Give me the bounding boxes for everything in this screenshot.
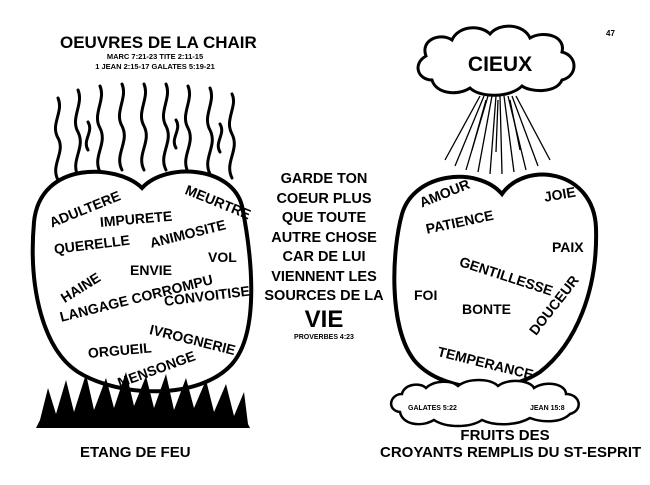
verse-line-7: SOURCES DE LA xyxy=(264,288,384,304)
center-verse: GARDE TON COEUR PLUS QUE TOUTE AUTRE CHO… xyxy=(260,170,388,307)
bottom-cloud-icon xyxy=(390,378,580,428)
fruits-caption-line1: FRUITS DES xyxy=(460,427,550,444)
heaven-label: CIEUX xyxy=(467,53,533,76)
sin-word-vol: VOL xyxy=(208,249,237,265)
left-title: OEUVRES DE LA CHAIR xyxy=(60,33,257,52)
lake-of-fire-label: ETANG DE FEU xyxy=(80,444,191,461)
fruit-word-paix: PAIX xyxy=(552,239,584,255)
cloud-icon xyxy=(416,24,576,97)
cloud-ref-jean: JEAN 15:8 xyxy=(530,405,565,412)
verse-line-2: COEUR PLUS xyxy=(276,190,372,207)
fruit-word-foi: FOI xyxy=(414,287,438,303)
verse-emphasis: VIE xyxy=(304,306,344,333)
fire-icon xyxy=(36,372,250,428)
left-refs-line2: 1 JEAN 2:15-17 GALATES 5:19-21 xyxy=(95,62,215,71)
light-rays-icon xyxy=(444,95,551,175)
fruit-word-bonte: BONTE xyxy=(462,301,511,317)
verse-reference: PROVERBES 4:23 xyxy=(294,334,354,341)
verse-line-1: GARDE TON xyxy=(280,171,368,187)
verse-line-6: VIENNENT LES xyxy=(271,268,377,285)
left-refs-line1: MARC 7:21-23 TITE 2:11-15 xyxy=(106,52,204,61)
sin-word-envie: ENVIE xyxy=(130,262,173,278)
cloud-ref-galates: GALATES 5:22 xyxy=(408,405,457,412)
page-number: 47 xyxy=(606,29,615,38)
verse-line-3: QUE TOUTE xyxy=(281,210,367,226)
fruits-caption-line2: CROYANTS REMPLIS DU ST-ESPRIT xyxy=(380,444,642,461)
smoke-icon xyxy=(53,82,236,182)
verse-line-5: CAR DE LUI xyxy=(282,249,366,265)
verse-line-4: AUTRE CHOSE xyxy=(271,229,377,246)
